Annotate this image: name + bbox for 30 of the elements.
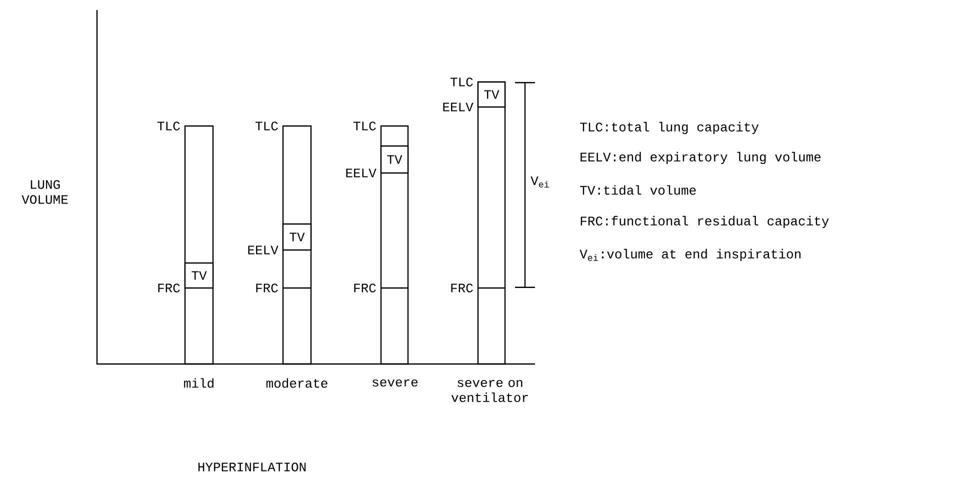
category-label: severe on ventilator: [451, 380, 528, 402]
level-label: EELV: [346, 168, 376, 178]
tidal-volume-box: TV: [184, 262, 214, 289]
level-label: EELV: [443, 102, 474, 112]
level-label: TLC: [255, 122, 278, 130]
category-label: mild: [184, 378, 214, 388]
dimension-label: V$_{ei}$: [530, 176, 549, 188]
level-label: FRC: [256, 284, 278, 292]
level-label: FRC: [158, 284, 180, 292]
legend-text: EELV:end expiratory lung volume: [580, 152, 821, 164]
level-label: EELV: [248, 246, 278, 254]
axis-label: LUNG VOLUME: [22, 180, 68, 204]
category-label: moderate: [266, 378, 328, 388]
level-label: FRC: [354, 284, 376, 292]
tidal-volume-box: TV: [380, 145, 409, 174]
legend-text: TV:tidal volume: [580, 185, 696, 195]
level-label: FRC: [451, 284, 473, 292]
legend-text: FRC:functional residual capacity: [580, 216, 829, 228]
level-label: TLC: [450, 78, 473, 86]
category-label: severe: [372, 379, 418, 387]
tidal-volume-box: TV: [477, 81, 506, 108]
legend-text: TLC:total lung capacity: [580, 122, 759, 134]
tidal-volume-box: TV: [282, 223, 312, 251]
bar: [184, 125, 214, 365]
legend-text: V$_{ei}$:volume at end inspiration: [580, 248, 800, 262]
bar: [282, 125, 312, 365]
axis-label: HYPERINFLATION: [198, 462, 306, 472]
level-label: TLC: [157, 122, 180, 130]
bar: [380, 125, 409, 365]
level-label: TLC: [354, 122, 376, 130]
